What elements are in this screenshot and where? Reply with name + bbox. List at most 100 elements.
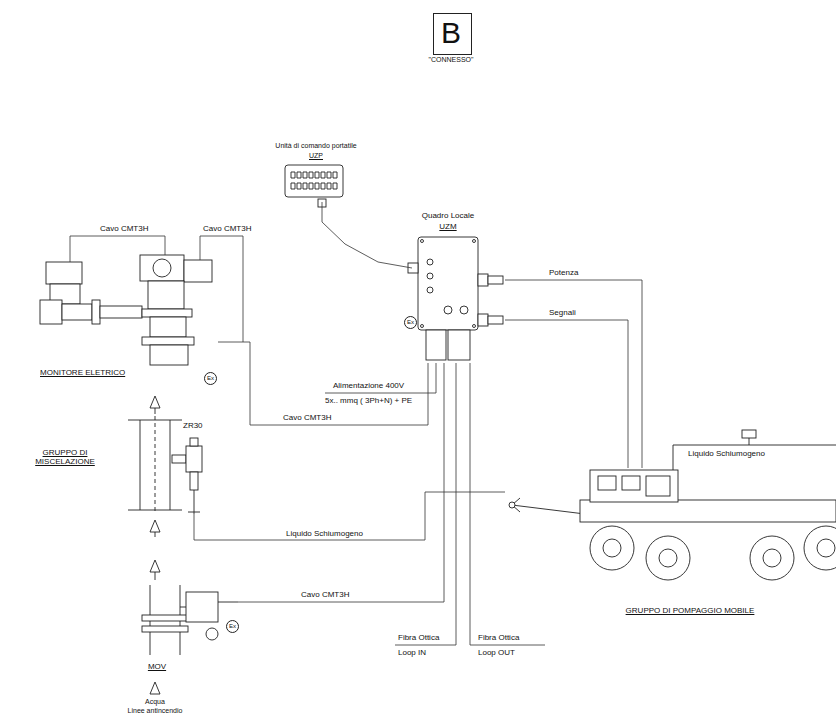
cable-connector <box>322 202 412 268</box>
monitor-drawing-part <box>153 259 171 277</box>
mov-valve: MOV <box>140 580 238 678</box>
monitor-drawing-part <box>140 255 184 281</box>
cable-connector <box>238 363 444 602</box>
pump-trailer-part <box>509 502 515 508</box>
monitor-drawing-part <box>40 300 62 324</box>
pump-trailer-part <box>742 430 756 438</box>
mixing-group-drawing <box>128 416 202 514</box>
pump-trailer-part <box>590 470 678 502</box>
uzm-panel-part <box>427 259 433 265</box>
monitor-drawing-part <box>142 337 194 345</box>
monitor-cables-part <box>70 236 165 262</box>
monitor-drawing-part <box>148 281 184 309</box>
uzp-device-part <box>291 183 337 189</box>
monitor-drawing-part <box>46 262 82 284</box>
uzm-panel-part <box>478 274 488 286</box>
mov-drawing-part <box>206 628 218 640</box>
wiring-part <box>395 363 456 645</box>
pump-trailer-part <box>659 549 677 567</box>
mov-drawing-part <box>142 615 188 621</box>
flow-arrows <box>150 396 160 694</box>
uzm-panel-part <box>488 316 503 324</box>
pump-trailer-part <box>512 498 585 514</box>
cable-connector <box>505 320 628 468</box>
pump-trailer-part <box>590 526 634 570</box>
note-label: 5x.. mmq ( 3Ph+N) + PE <box>325 396 412 405</box>
note-label: Loop IN <box>398 648 426 657</box>
pump-trailer-part <box>804 526 836 570</box>
mov-drawing-part <box>142 626 188 632</box>
monitor-drawing-part <box>100 306 142 318</box>
device-label: Quadro Locale <box>412 211 484 220</box>
pump-trailer <box>509 430 836 580</box>
pump-trailer-part <box>673 445 836 470</box>
flow-arrows-part <box>150 520 160 537</box>
wiring <box>325 363 545 645</box>
uzp-unit: Unità di comando portatileUZP <box>268 140 366 202</box>
mixing-group-drawing-part <box>186 446 202 472</box>
mixing-group-drawing-part <box>155 416 156 514</box>
pump-trailer-part <box>750 536 794 580</box>
mixing-group-drawing-part <box>190 472 198 490</box>
uzm-panel-part <box>421 325 424 328</box>
mov-drawing-part <box>186 592 218 622</box>
title-box: B"CONNESSO" <box>433 13 472 55</box>
device-code: UZM <box>412 222 484 231</box>
device-label: MOV <box>144 662 170 671</box>
pump-trailer-part <box>749 438 750 445</box>
note-label: Linee antincendio <box>118 707 192 715</box>
monitor-drawing-part <box>142 309 192 317</box>
pump-trailer-part <box>646 476 670 496</box>
uzp-device-part <box>291 172 337 178</box>
cable-connector <box>194 492 505 540</box>
uzm-panel-part <box>421 240 424 243</box>
monitor-drawing-part <box>150 345 188 365</box>
mixing-group-drawing-part <box>190 438 198 446</box>
pump-trailer-part <box>646 536 690 580</box>
cable-label: Segnali <box>548 308 577 317</box>
mov-drawing-part <box>180 602 238 607</box>
note-label: Cavo CMT3H <box>100 224 148 233</box>
device-label: GRUPPO DI MISCELAZIONE <box>24 448 106 466</box>
uzm-panel-part <box>478 314 488 326</box>
part-code: ZR30 <box>183 421 203 430</box>
uzm-panel-part <box>473 240 476 243</box>
uzm-panel: Quadro LocaleUZM <box>412 208 505 363</box>
note-label: Liquido Schiumogeno <box>688 449 765 458</box>
pump-trailer-part <box>580 500 836 522</box>
note-label: Alimentazione 400V <box>333 381 404 390</box>
uzp-device-part <box>285 165 343 197</box>
ex-mark: Ex <box>226 620 239 633</box>
pump-trailer-part <box>603 539 621 557</box>
monitor-drawing-part <box>150 317 186 337</box>
ex-mark: Ex <box>204 372 217 385</box>
wiring-part <box>470 363 545 645</box>
uzm-panel-part <box>426 330 446 360</box>
mixing-group-drawing-part <box>188 490 200 514</box>
title-caption: "CONNESSO" <box>404 56 498 64</box>
cable-label: Liquido Schiumogeno <box>285 529 364 538</box>
uzm-panel-part <box>444 306 452 314</box>
mixing-group-drawing-part <box>172 455 186 463</box>
ex-mark: Ex <box>404 316 417 329</box>
uzm-panel-part <box>448 330 470 360</box>
monitor-drawing-part <box>62 304 92 320</box>
monitor-drawing-part <box>92 300 100 324</box>
mov-drawing <box>142 585 238 655</box>
uzm-panel <box>408 237 503 360</box>
note-label: Fibra Ottica <box>398 633 439 642</box>
note-label: Cavo CMT3H <box>203 224 251 233</box>
uzm-panel-part <box>418 237 478 330</box>
pump-group: GRUPPO DI POMPAGGIO MOBILE <box>505 468 833 630</box>
cable-label: Potenza <box>548 268 579 277</box>
note-label: Loop OUT <box>478 648 515 657</box>
flow-arrows-part <box>150 560 160 580</box>
flow-arrows-part <box>150 682 160 694</box>
title-letter: B <box>434 14 468 51</box>
device-code: UZP <box>268 152 364 160</box>
uzm-panel-part <box>427 287 433 293</box>
pump-trailer-part <box>763 549 781 567</box>
uzm-panel-part <box>427 273 433 279</box>
cable-connector <box>218 342 428 425</box>
